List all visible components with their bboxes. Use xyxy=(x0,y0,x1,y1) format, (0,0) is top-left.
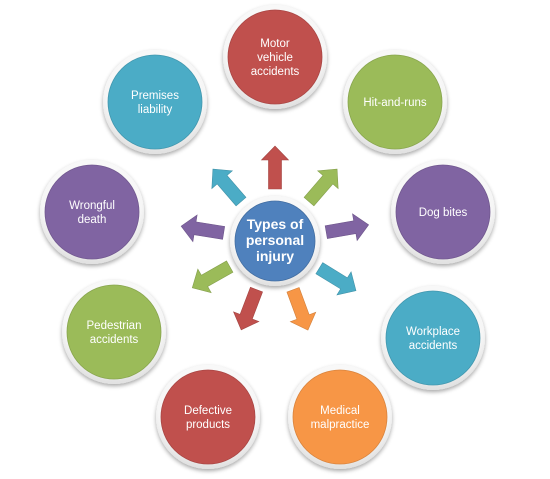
node-label-line: Hit-and-runs xyxy=(363,97,427,109)
arrow-medical-malpractice xyxy=(286,287,317,331)
node-label-line: Wrongful xyxy=(69,200,115,212)
arrow-shape xyxy=(315,262,357,296)
arrow-shape xyxy=(191,260,234,294)
arrow-workplace-accidents xyxy=(315,262,357,296)
node-label-line: death xyxy=(78,214,107,226)
node-label-line: accidents xyxy=(251,66,300,78)
node-fill xyxy=(160,369,256,465)
node-label-line: Premises xyxy=(131,90,179,102)
node-label-line: products xyxy=(186,419,230,431)
node-motor-vehicle-accidents: Motor vehicle accidents xyxy=(223,5,327,109)
node-label-line: Motor xyxy=(260,38,290,50)
node-hit-and-runs: Hit-and-runs xyxy=(343,50,447,154)
node-fill xyxy=(107,54,203,150)
node-pedestrian-accidents: Pedestrian accidents xyxy=(62,280,166,384)
node-label-line: injury xyxy=(256,248,294,264)
node-label-line: Workplace xyxy=(406,326,460,338)
arrow-shape xyxy=(180,214,226,243)
node-label-line: Types of xyxy=(247,216,304,232)
arrow-defective-products xyxy=(233,286,263,331)
node-fill xyxy=(347,54,443,150)
node-fill xyxy=(227,9,323,105)
arrow-shape xyxy=(324,213,370,242)
arrow-hit-and-runs xyxy=(303,168,339,207)
node-label-line: Medical xyxy=(320,405,360,417)
node-fill xyxy=(66,284,162,380)
node-wrongful-death: Wrongful death xyxy=(40,160,144,264)
arrow-dog-bites xyxy=(324,213,370,242)
node-workplace-accidents: Workplace accidents xyxy=(381,286,485,390)
node-premises-liability: Premises liability xyxy=(103,50,207,154)
node-label-line: accidents xyxy=(409,340,458,352)
node-label-line: vehicle xyxy=(257,52,293,64)
node-label-line: personal xyxy=(246,232,304,248)
arrow-shape xyxy=(286,287,317,331)
node-defective-products: Defective products xyxy=(156,365,260,469)
arrow-shape xyxy=(260,145,290,190)
arrow-shape xyxy=(211,168,247,207)
arrow-premises-liability xyxy=(211,168,247,207)
node-fill xyxy=(395,164,491,260)
arrow-shape xyxy=(233,286,263,331)
node-label-line: accidents xyxy=(90,334,139,346)
node-fill xyxy=(44,164,140,260)
arrow-wrongful-death xyxy=(180,214,226,243)
arrows-layer xyxy=(180,145,370,331)
node-fill xyxy=(385,290,481,386)
center-fill xyxy=(234,200,316,282)
arrow-pedestrian-accidents xyxy=(191,260,234,294)
node-label-line: Defective xyxy=(184,405,232,417)
node-label-line: liability xyxy=(138,104,173,116)
node-label-line: Dog bites xyxy=(419,207,468,219)
node-fill xyxy=(292,369,388,465)
node-medical-malpractice: Medical malpractice xyxy=(288,365,392,469)
node-label-line: malpractice xyxy=(311,419,370,431)
node-dog-bites: Dog bites xyxy=(391,160,495,264)
arrow-motor-vehicle-accidents xyxy=(260,145,290,190)
arrow-shape xyxy=(303,168,339,207)
node-label-line: Pedestrian xyxy=(87,320,142,332)
